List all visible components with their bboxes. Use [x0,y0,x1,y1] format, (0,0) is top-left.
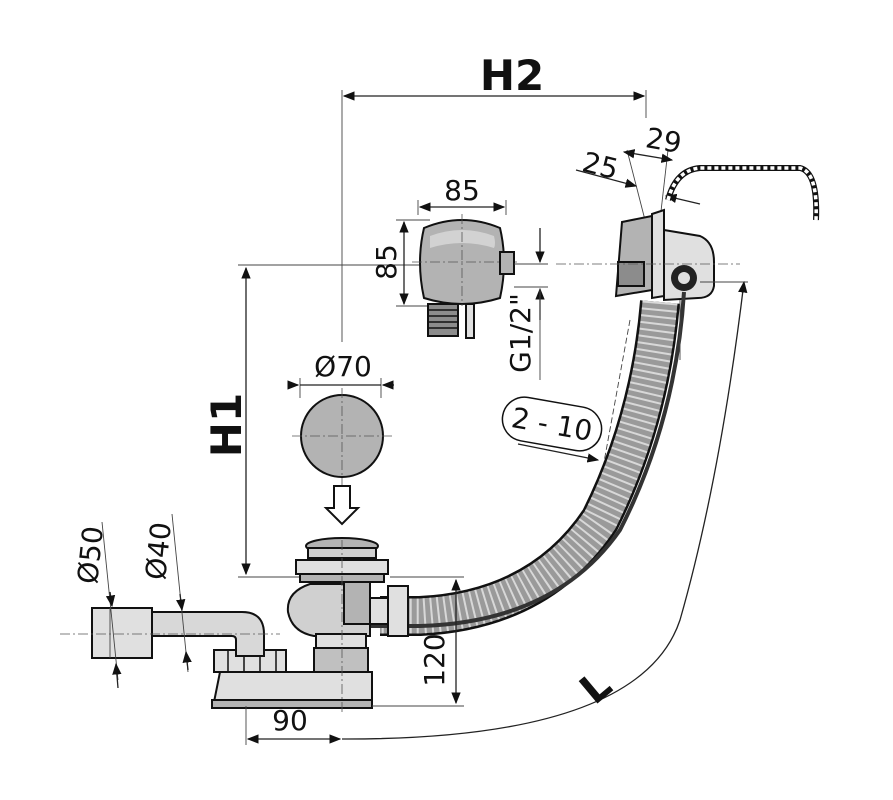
h2-dimension: H2 [341,51,647,342]
width-90-dimension: 90 [245,704,342,745]
height-120-dimension: 120 [372,576,464,707]
overflow-height-label: 85 [370,244,403,280]
dim-90-label: 90 [272,704,308,737]
h1-dimension: H1 [202,264,420,578]
down-arrow-icon [323,485,361,526]
length-dimension: L [341,280,748,740]
drain-cap: Ø70 [287,350,394,526]
drain-siphon [60,537,409,712]
diameter-70-label: Ø70 [314,350,372,383]
overflow-body: 85 85 [370,174,520,339]
flexible-hose [346,291,686,636]
outlet-diameters: Ø50 Ø40 [71,513,192,689]
overflow-width-label: 85 [444,174,480,207]
length-l-label: L [572,662,621,714]
diameter-50-label: Ø50 [71,525,110,586]
h2-label: H2 [480,51,544,100]
dim-29-label: 29 [643,121,684,160]
overflow-head: 29 25 [556,121,820,302]
dim-120-label: 120 [418,633,451,686]
diameter-40-label: Ø40 [139,521,178,582]
thread-label: G1/2" [504,293,537,373]
h1-label: H1 [202,393,251,457]
thread-dimension: G1/2" [504,228,548,380]
